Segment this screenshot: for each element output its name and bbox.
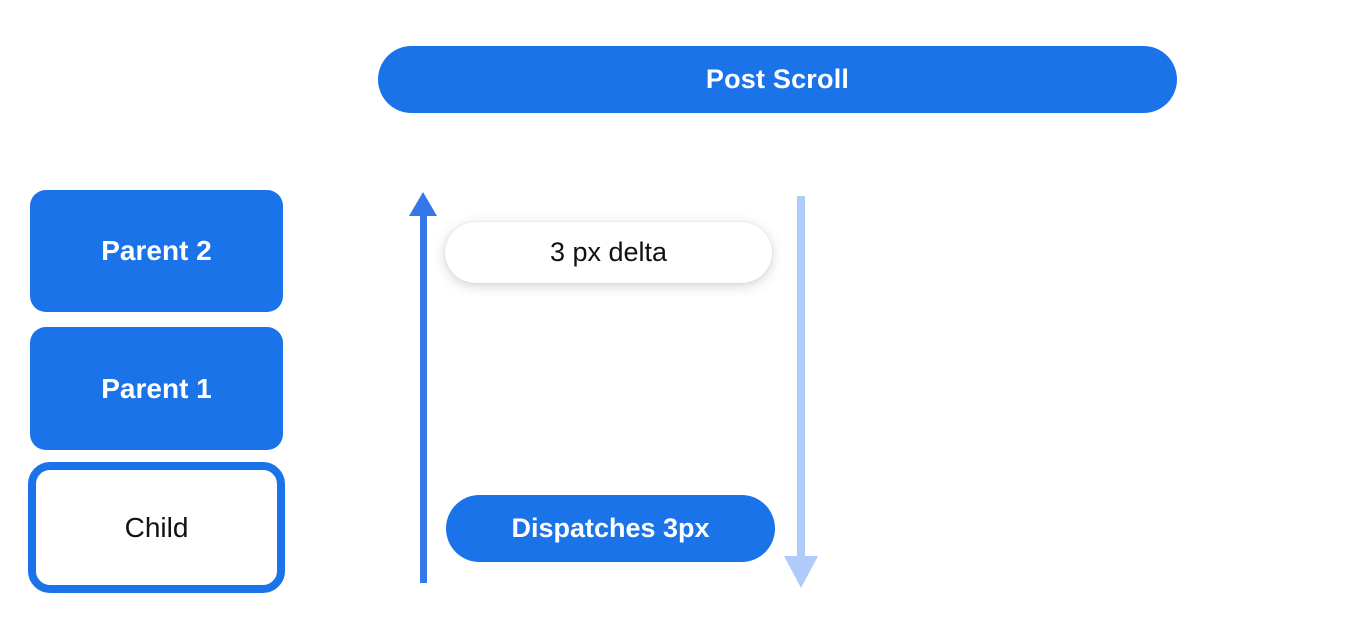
- post-scroll-label: Post Scroll: [705, 64, 850, 94]
- parent-2-label: Parent 2: [101, 235, 212, 266]
- parent-1-node: Parent 1: [30, 327, 283, 450]
- delta-pill: 3 px delta: [445, 222, 772, 283]
- dispatch-label: Dispatches 3px: [511, 513, 710, 543]
- down-arrow-line: [797, 196, 805, 556]
- parent-1-label: Parent 1: [101, 372, 212, 404]
- up-arrow-line: [420, 210, 427, 583]
- parent-2-node: Parent 2: [30, 190, 283, 312]
- post-scroll-pill: Post Scroll: [378, 46, 1177, 113]
- child-label: Child: [124, 511, 189, 543]
- dispatch-pill: Dispatches 3px: [446, 495, 775, 562]
- child-node: Child: [28, 462, 285, 593]
- delta-label: 3 px delta: [549, 237, 668, 267]
- down-arrow-icon: [784, 556, 818, 588]
